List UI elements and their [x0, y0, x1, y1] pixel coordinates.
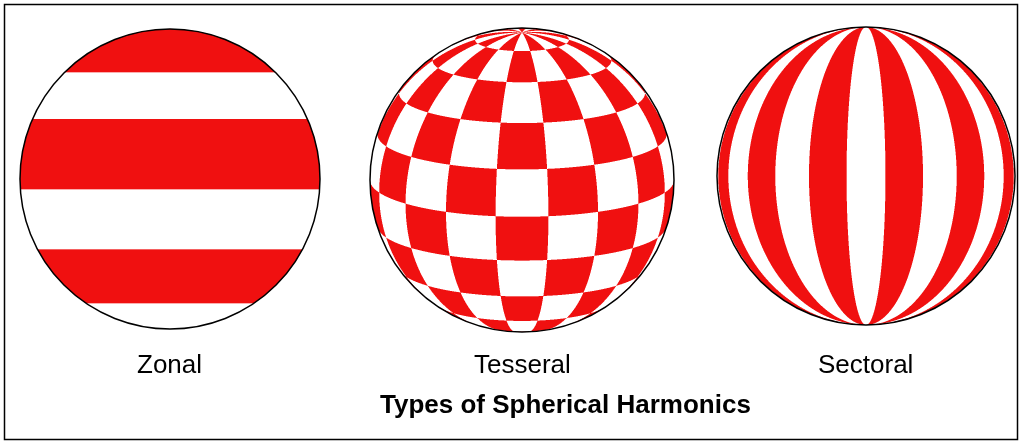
tesseral-label: Tesseral: [474, 350, 571, 380]
zonal-label: Zonal: [137, 350, 202, 380]
figure-title: Types of Spherical Harmonics: [380, 390, 751, 420]
sectoral-label: Sectoral: [818, 350, 913, 380]
